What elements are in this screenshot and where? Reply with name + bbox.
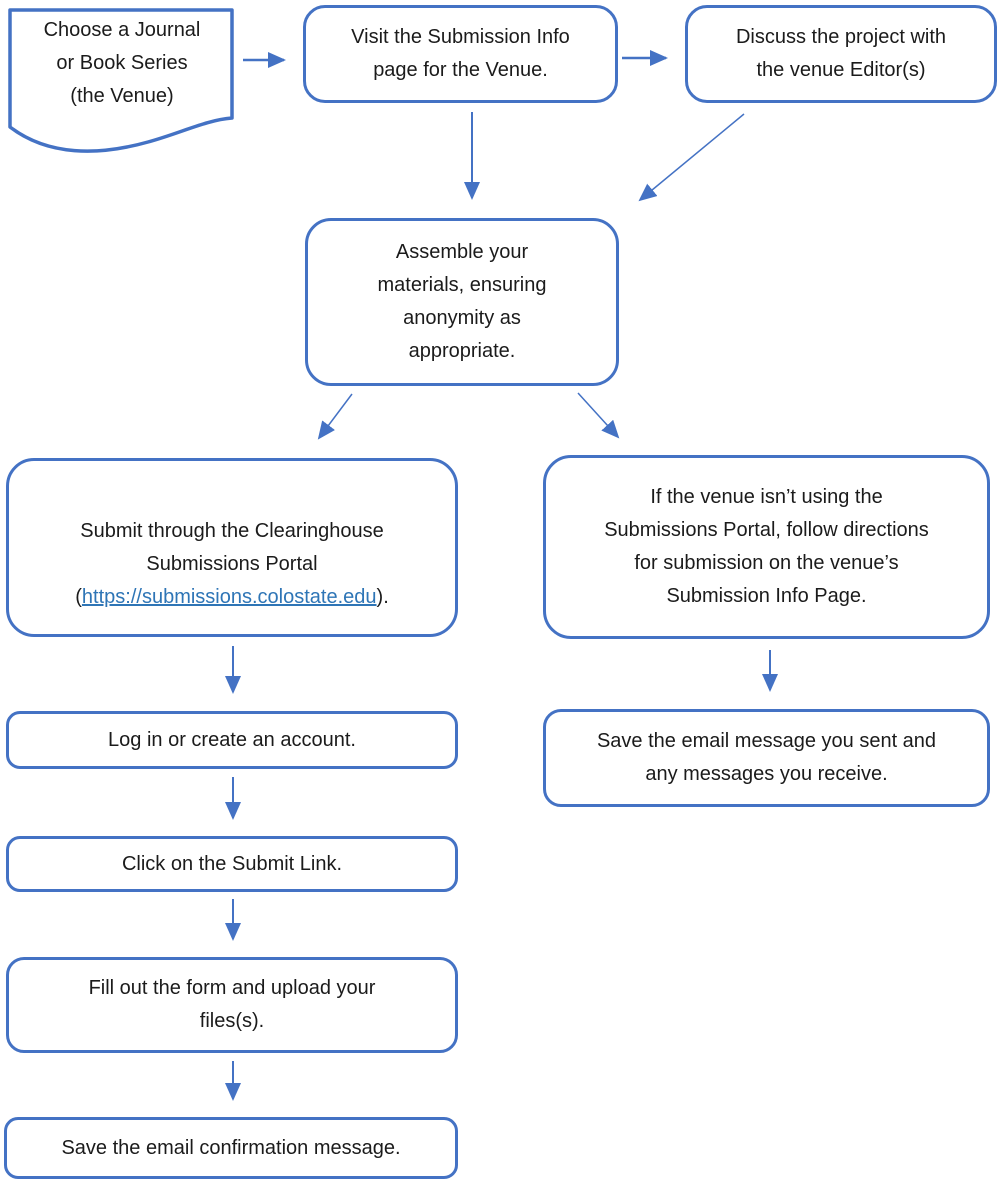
- arrow-assemble-to-portal: [317, 393, 353, 440]
- node-discuss-editor: Discuss the project with the venue Edito…: [685, 5, 997, 103]
- node-assemble-label: Assemble your materials, ensuring anonym…: [377, 241, 547, 362]
- node-no-portal: If the venue isn’t using the Submissions…: [543, 455, 990, 639]
- arrow-discuss-to-assemble: [638, 113, 745, 202]
- node-visit-info-label: Visit the Submission Info page for the V…: [351, 26, 570, 81]
- node-assemble: Assemble your materials, ensuring anonym…: [305, 218, 619, 386]
- node-fill-form-label: Fill out the form and upload your files(…: [88, 977, 376, 1032]
- submit-portal-text-before: Submit through the Clearinghouse Submiss…: [75, 519, 384, 608]
- node-fill-form: Fill out the form and upload your files(…: [6, 957, 458, 1053]
- node-save-messages: Save the email message you sent and any …: [543, 709, 990, 807]
- node-save-messages-label: Save the email message you sent and any …: [596, 730, 937, 785]
- node-click-submit: Click on the Submit Link.: [6, 836, 458, 892]
- node-save-confirmation: Save the email confirmation message.: [4, 1117, 458, 1179]
- node-save-confirmation-label: Save the email confirmation message.: [61, 1136, 401, 1159]
- node-no-portal-label: If the venue isn’t using the Submissions…: [604, 486, 929, 607]
- node-click-submit-label: Click on the Submit Link.: [121, 852, 343, 875]
- submit-portal-text-after: ).: [376, 585, 389, 608]
- node-login-label: Log in or create an account.: [108, 728, 356, 751]
- arrow-assemble-to-nonportal: [577, 392, 620, 439]
- node-submit-portal: Submit through the Clearinghouse Submiss…: [6, 458, 458, 637]
- node-choose-venue: Choose a Journal or Book Series (the Ven…: [8, 8, 236, 160]
- submissions-portal-link[interactable]: https://submissions.colostate.edu: [81, 585, 377, 608]
- node-visit-info: Visit the Submission Info page for the V…: [303, 5, 618, 103]
- node-login: Log in or create an account.: [6, 711, 458, 769]
- node-submit-portal-label: Submit through the Clearinghouse Submiss…: [75, 482, 389, 614]
- document-shape-outline: [8, 8, 234, 153]
- node-discuss-editor-label: Discuss the project with the venue Edito…: [735, 26, 947, 81]
- node-choose-venue-label: Choose a Journal or Book Series (the Ven…: [43, 19, 201, 107]
